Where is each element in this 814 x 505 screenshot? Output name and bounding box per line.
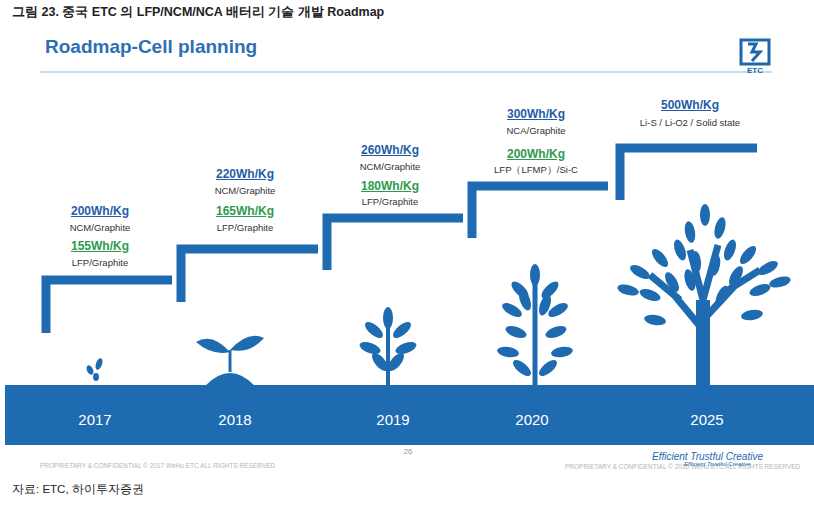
leaf bbox=[672, 238, 689, 262]
leaf bbox=[682, 268, 697, 292]
leaf bbox=[358, 340, 382, 357]
label-text: PROPRIETARY & CONFIDENTIAL © 2017 WeHu E… bbox=[40, 462, 275, 469]
energy-density: 200Wh/Kg bbox=[71, 205, 129, 219]
leaf bbox=[500, 300, 524, 320]
sprout-2018 bbox=[196, 336, 264, 386]
leaf bbox=[768, 274, 792, 289]
etc-logo bbox=[741, 40, 769, 64]
label-text: PROPRIETARY & CONFIDENTIAL © 2016 WeHu E… bbox=[565, 463, 800, 470]
leaf bbox=[616, 282, 640, 297]
leaf bbox=[740, 308, 763, 322]
figure-title: 그림 23. 중국 ETC 의 LFP/NCM/NCA 배터리 기술 개발 Ro… bbox=[12, 5, 384, 19]
label-text: LFP/Graphite bbox=[217, 223, 274, 234]
leaf bbox=[537, 293, 554, 317]
leaf bbox=[530, 264, 540, 286]
source-caption: 자료: ETC, 하이투자증권 bbox=[12, 483, 144, 496]
leaf bbox=[712, 216, 727, 240]
leaf bbox=[756, 258, 780, 278]
label-text: LFP（LFMP）/Si-C bbox=[494, 165, 578, 176]
roadmap-steps bbox=[46, 148, 757, 333]
label-text: Efficient Trustful Creative bbox=[652, 451, 763, 463]
year-label: 2020 bbox=[515, 411, 548, 428]
label-text: NCM/Graphite bbox=[70, 223, 131, 234]
label-text: NCM/Graphite bbox=[360, 162, 421, 173]
leaf bbox=[383, 307, 393, 329]
energy-density: 180Wh/Kg bbox=[361, 180, 419, 194]
leaf bbox=[708, 253, 722, 276]
leaf bbox=[722, 238, 739, 262]
energy-density: 300Wh/Kg bbox=[507, 108, 565, 122]
leaf bbox=[649, 246, 671, 269]
timeline-band: 2017 2018 2019 2020 2025 bbox=[5, 385, 814, 445]
leaf bbox=[544, 324, 568, 341]
label-text: LFP/Graphite bbox=[362, 197, 419, 208]
leaf bbox=[504, 324, 528, 341]
leaf bbox=[385, 350, 407, 373]
leaf bbox=[713, 284, 731, 308]
leaf bbox=[550, 345, 573, 359]
year-label: 2025 bbox=[690, 411, 723, 428]
header-rule bbox=[40, 71, 772, 73]
label-text: NCA/Graphite bbox=[506, 126, 565, 137]
year-label: 2019 bbox=[376, 411, 409, 428]
leaf bbox=[690, 251, 702, 274]
label-text: ETC bbox=[747, 66, 763, 75]
label-text: NCM/Graphite bbox=[215, 186, 276, 197]
leaf bbox=[362, 319, 385, 341]
leaf bbox=[628, 262, 652, 282]
slide-heading: Roadmap-Cell planning bbox=[45, 36, 257, 58]
label-text: 26 bbox=[404, 447, 413, 456]
leaf bbox=[700, 204, 710, 226]
leaf bbox=[662, 270, 682, 294]
energy-density: 200Wh/Kg bbox=[507, 148, 565, 162]
leaf bbox=[517, 288, 534, 312]
leaf bbox=[638, 287, 662, 304]
energy-density: 155Wh/Kg bbox=[71, 240, 129, 254]
leaf bbox=[510, 357, 533, 379]
leaf bbox=[748, 282, 772, 299]
energy-density: 500Wh/Kg bbox=[661, 99, 719, 113]
leaf bbox=[737, 243, 759, 266]
label-text: Li-S / Li-O2 / Solid state bbox=[640, 118, 740, 129]
label-text: Efficient Trustful Creative bbox=[684, 461, 751, 468]
year-label: 2017 bbox=[78, 411, 111, 428]
year-label: 2018 bbox=[218, 411, 251, 428]
leaf bbox=[726, 264, 746, 288]
leaf bbox=[643, 313, 666, 327]
leaf bbox=[536, 357, 559, 379]
leaf bbox=[496, 345, 519, 359]
leaf bbox=[369, 350, 391, 373]
leaf bbox=[683, 220, 697, 243]
leaf bbox=[390, 319, 413, 341]
energy-density: 260Wh/Kg bbox=[361, 144, 419, 158]
leaf bbox=[394, 340, 418, 357]
energy-density: 165Wh/Kg bbox=[216, 205, 274, 219]
label-text: LFP/Graphite bbox=[72, 258, 129, 269]
energy-density: 220Wh/Kg bbox=[216, 168, 274, 182]
plants bbox=[358, 204, 792, 386]
